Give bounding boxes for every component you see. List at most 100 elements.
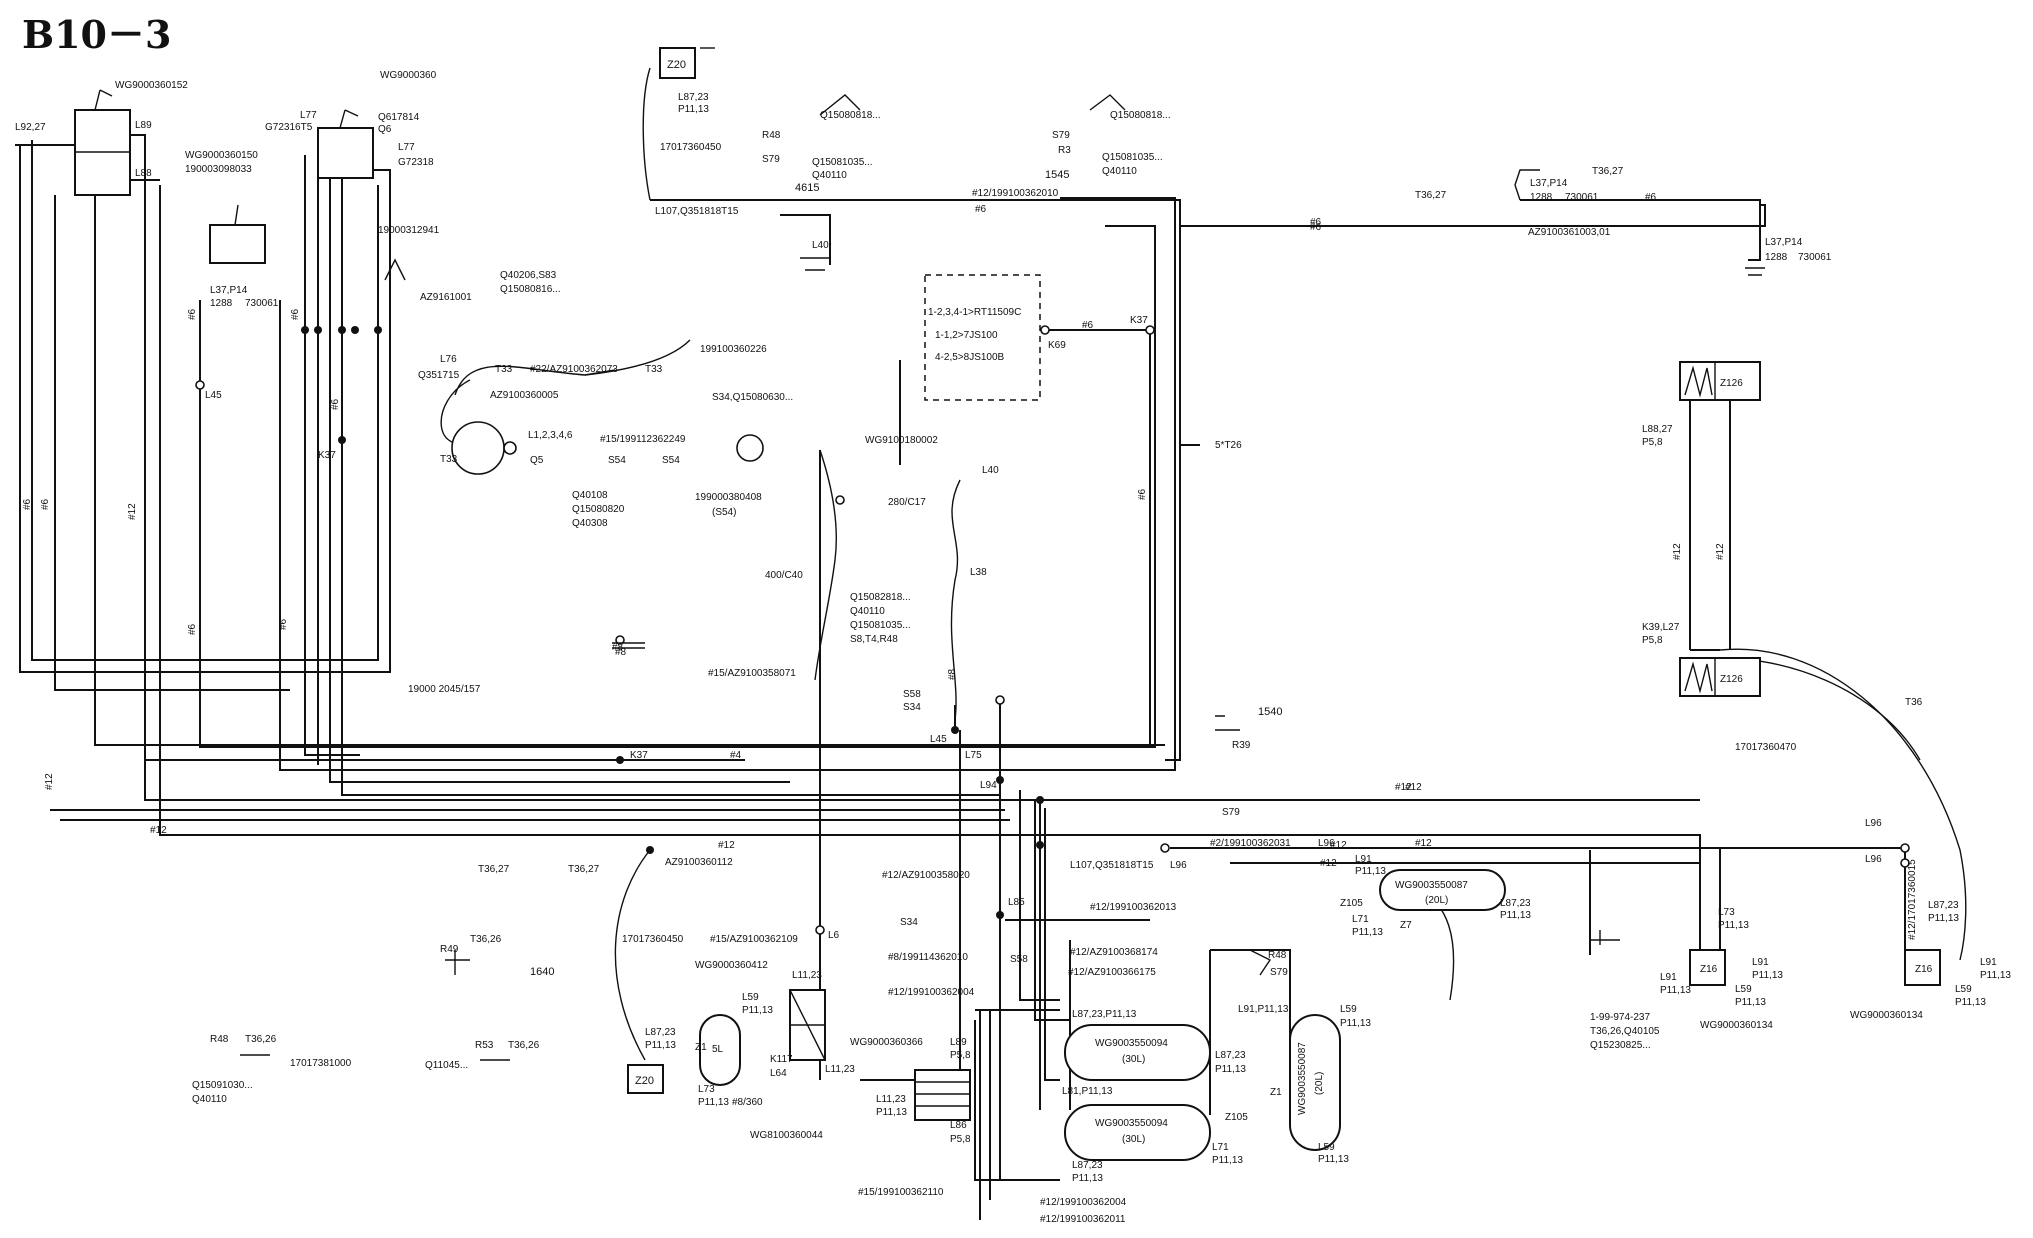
label-r48-b: R48 — [1268, 950, 1287, 961]
label-k37-c: K37 — [630, 750, 648, 761]
label-q15081035-c: Q15081035... — [850, 620, 911, 631]
z126-top-label: Z126 — [1720, 378, 1743, 389]
label-s34: S34 — [903, 702, 921, 713]
label-p11-13-g: P11,13 — [698, 1097, 729, 1108]
labels-bottom-right: 1-99-974-237 T36,26,Q40105 Q15230825... … — [1590, 859, 2011, 1051]
label-w6-h: #6 — [187, 623, 198, 635]
label-199100360226: 199100360226 — [700, 344, 767, 355]
label-q40110-a: Q40110 — [812, 170, 847, 181]
label-l40-a: L40 — [812, 240, 829, 251]
right-harness — [1170, 400, 1967, 961]
label-l11-23-c: L11,23 — [876, 1094, 906, 1105]
label-z7: Z7 — [1400, 920, 1412, 931]
label-s54-c: (S54) — [712, 507, 736, 518]
label-w12-b: #12 — [1415, 838, 1432, 849]
label-199100362011: #12/199100362011 — [1040, 1214, 1126, 1225]
switch-block-mid — [317, 109, 374, 179]
label-wg8100360044: WG8100360044 — [750, 1130, 823, 1141]
label-wg9000360150: WG9000360150 — [185, 150, 258, 161]
label-r3: R3 — [1058, 145, 1071, 156]
tank-20l-vertical-code: WG9003550087 — [1297, 1042, 1308, 1115]
label-p11-13-b: P11,13 — [1500, 910, 1531, 921]
label-k37-b: K37 — [1130, 315, 1148, 326]
label-p11-13-n: P11,13 — [1660, 985, 1691, 996]
label-wg9100180002: WG9100180002 — [865, 435, 938, 446]
label-z105-a: Z105 — [1340, 898, 1363, 909]
label-1640: 1640 — [530, 966, 554, 978]
label-l76: L76 — [440, 354, 457, 365]
label-p11-13-i: P11,13 — [1215, 1064, 1246, 1075]
label-l87-23-c: L87,23,P11,13 — [1072, 1009, 1137, 1020]
label-199100362013: #12/199100362013 — [1090, 902, 1177, 913]
labels-lower-left: 19000 2045/157 K37 T36,27 T36,27 AZ91003… — [192, 684, 735, 1105]
label-l88-right: L88,27 — [1642, 424, 1673, 435]
label-730061: 730061 — [245, 298, 279, 309]
label-17017360450-b: 17017360450 — [622, 934, 684, 945]
tank-30l-b-code: WG9003550094 — [1095, 1118, 1168, 1129]
module-line-1: 1-2,3,4-1>RT11509C — [928, 307, 1021, 318]
air-tank-30l-b: WG9003550094 (30L) — [1064, 1104, 1211, 1161]
label-190003098033: 190003098033 — [185, 164, 252, 175]
tank-30l-b-capacity: (30L) — [1122, 1134, 1145, 1145]
label-1288-right2: 1288 — [1765, 252, 1788, 263]
label-400-c40: 400/C40 — [765, 570, 803, 581]
label-t33-c: T33 — [440, 454, 458, 465]
tank-5l-capacity: 5L — [712, 1044, 724, 1055]
label-p11-13-h: P11,13 — [876, 1107, 907, 1118]
page-title: B10－3 — [22, 12, 171, 57]
label-l107-b: L107,Q351818T15 — [1070, 860, 1154, 871]
z16-a-label: Z16 — [1700, 964, 1718, 975]
label-q5: Q5 — [530, 455, 544, 466]
label-q15081035-b: Q15081035... — [1102, 152, 1163, 163]
label-z1-b: Z1 — [1270, 1087, 1282, 1098]
label-19000-2045: 19000 2045/157 — [408, 684, 481, 695]
tank-20l-capacity: (20L) — [1425, 895, 1448, 906]
label-w8-c: #8 — [947, 668, 958, 680]
label-s79-m: S79 — [1222, 807, 1240, 818]
label-w6-f: #6 — [40, 498, 51, 510]
label-l59-c: L59 — [1318, 1142, 1335, 1153]
labels-top-left: WG9000360152 WG9000360 WG9000360150 1900… — [15, 70, 472, 461]
valve-block — [789, 989, 826, 1061]
label-199100362010: #12/199100362010 — [972, 188, 1059, 199]
labels-top-center: L87,23 P11,13 17017360450 L107,Q351818T1… — [655, 92, 1832, 263]
label-q15230825: Q15230825... — [1590, 1040, 1651, 1051]
label-l88: L88 — [135, 168, 152, 179]
label-w12-c: #12 — [1320, 858, 1337, 869]
left-harness — [15, 134, 1701, 950]
label-l71: L71 — [1352, 914, 1369, 925]
label-r49: R49 — [440, 944, 459, 955]
label-w6-b: #6 — [1310, 217, 1322, 228]
label-wg9000360366: WG9000360366 — [850, 1037, 923, 1048]
valve-z16-a: Z16 — [1689, 949, 1726, 986]
z20-bottom-label: Z20 — [635, 1075, 654, 1087]
label-p11-13-q: P11,13 — [1928, 913, 1959, 924]
label-az9100361003: AZ9100361003,01 — [1528, 227, 1611, 238]
label-l96-c: L96 — [1865, 818, 1882, 829]
label-280-c17: 280/C17 — [888, 497, 926, 508]
label-l96-a: L96 — [1170, 860, 1187, 871]
label-p11-13-k: P11,13 — [1072, 1173, 1103, 1184]
label-q15080818-b: Q15080818... — [1110, 110, 1171, 121]
label-w6-e: #6 — [22, 498, 33, 510]
label-w12-q: #12 — [150, 825, 167, 836]
label-p11-13-c: P11,13 — [1352, 927, 1383, 938]
label-wg9000360: WG9000360 — [380, 70, 437, 81]
label-l89-b: L89 — [950, 1037, 967, 1048]
z126-bottom-label: Z126 — [1720, 674, 1743, 685]
label-l91: L91 — [1355, 854, 1372, 865]
label-t36-26-b: T36,26 — [245, 1034, 277, 1045]
label-w12-n: #12 — [44, 773, 55, 790]
label-s8-t4-r48: S8,T4,R48 — [850, 634, 898, 645]
label-r39: R39 — [1232, 740, 1251, 751]
label-l91-b: L91,P11,13 — [1238, 1004, 1289, 1015]
label-p5-8-b: P5,8 — [1642, 635, 1663, 646]
label-s79-b: S79 — [1270, 967, 1288, 978]
label-s34-b: S34 — [900, 917, 918, 928]
tank-20l-code: WG9003550087 — [1395, 880, 1468, 891]
label-l59-e: L59 — [1955, 984, 1972, 995]
label-17017381000: 17017381000 — [290, 1058, 352, 1069]
label-w8-360: #8/360 — [732, 1097, 763, 1108]
labels-lower-center: S79 R39 1540 L107,Q351818T15 L96 #2/1991… — [1070, 424, 1923, 938]
label-l59: L59 — [1340, 1004, 1357, 1015]
